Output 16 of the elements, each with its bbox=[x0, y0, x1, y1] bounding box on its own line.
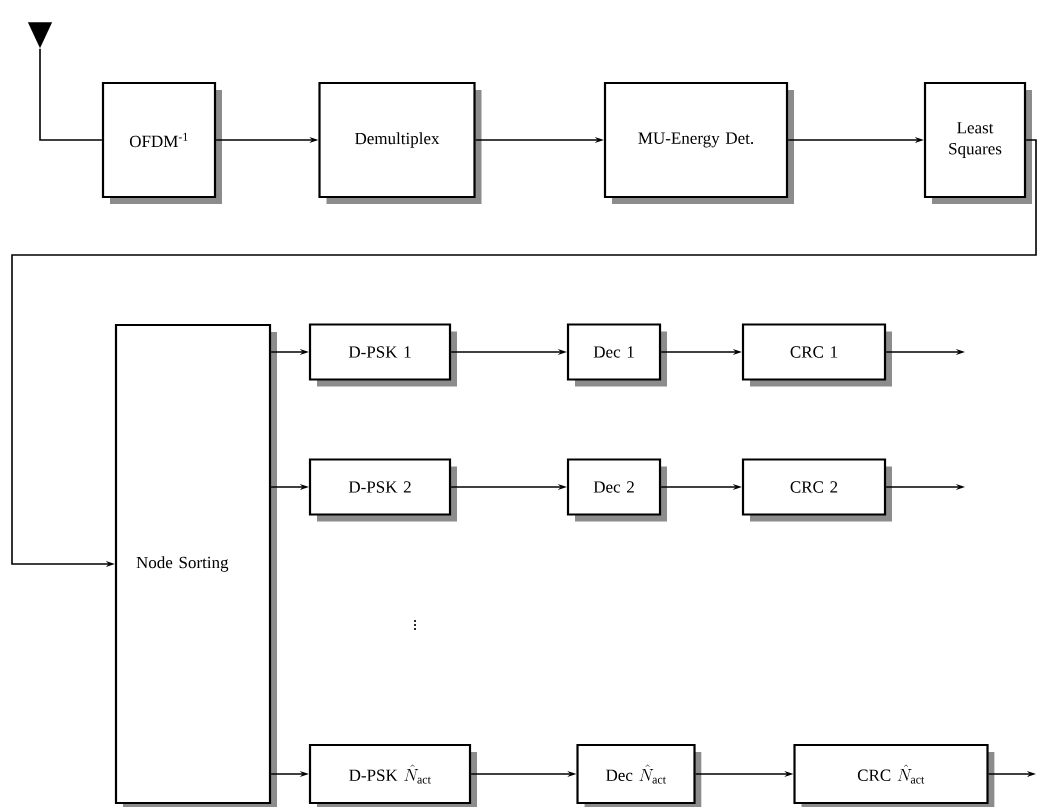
antenna-triangle bbox=[27, 22, 53, 49]
process-box: D-PSK $\hat{N}_{\mathrm{act}}$ bbox=[308, 743, 477, 807]
process-box: MU-Energy Det. bbox=[603, 81, 794, 204]
process-box: Demultiplex bbox=[318, 81, 482, 204]
process-box: CRC 2 bbox=[741, 458, 892, 522]
process-box: Least Squares bbox=[923, 81, 1032, 204]
process-box: D-PSK 2 bbox=[308, 458, 457, 522]
process-box: Dec $\hat{N}_{\mathrm{act}}$ bbox=[576, 743, 702, 807]
process-box: Dec 2 bbox=[566, 458, 667, 522]
process-box: D-PSK 1 bbox=[308, 323, 457, 387]
process-box: CRC $\hat{N}_{\mathrm{act}}$ bbox=[793, 743, 995, 807]
process-box: OFDM$^{-1}$ bbox=[101, 81, 222, 204]
vertical-dots: $\vdots$ bbox=[414, 620, 416, 630]
process-box: Dec 1 bbox=[566, 323, 667, 387]
process-box: Node Sorting bbox=[114, 323, 277, 807]
process-box: CRC 1 bbox=[741, 323, 892, 387]
